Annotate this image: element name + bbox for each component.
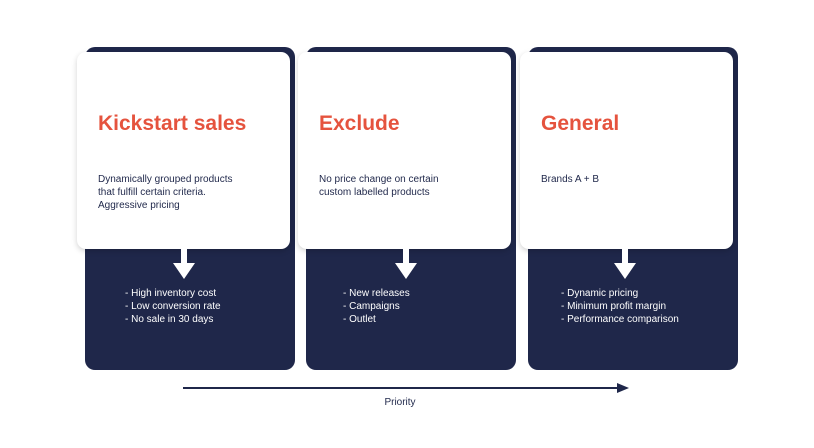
down-arrow-icon bbox=[614, 249, 636, 279]
down-arrow-icon bbox=[173, 249, 195, 279]
column-general: General Brands A + B - Dynamic pricing -… bbox=[520, 0, 742, 448]
card: General Brands A + B bbox=[520, 52, 733, 249]
card-description: No price change on certain custom labell… bbox=[319, 173, 499, 199]
criteria-list: - Dynamic pricing - Minimum profit margi… bbox=[561, 287, 679, 326]
column-kickstart-sales: Kickstart sales Dynamically grouped prod… bbox=[77, 0, 299, 448]
card-title: Kickstart sales bbox=[98, 112, 247, 135]
list-item: - Minimum profit margin bbox=[561, 301, 667, 312]
card-description-line: Aggressive pricing bbox=[98, 200, 180, 211]
card-description-line: No price change on certain bbox=[319, 174, 439, 185]
list-item: - New releases bbox=[343, 288, 410, 299]
card-description-line: Brands A + B bbox=[541, 174, 600, 185]
list-item: - Performance comparison bbox=[561, 314, 679, 325]
list-item: - No sale in 30 days bbox=[125, 314, 214, 325]
criteria-list: - High inventory cost - Low conversion r… bbox=[125, 287, 221, 326]
card-description-line: that fulfill certain criteria. bbox=[98, 187, 206, 198]
list-item: - Campaigns bbox=[343, 301, 400, 312]
down-arrow-icon bbox=[395, 249, 417, 279]
criteria-list: - New releases - Campaigns - Outlet bbox=[343, 287, 410, 326]
list-item: - Dynamic pricing bbox=[561, 288, 639, 299]
card-description-line: custom labelled products bbox=[319, 187, 430, 198]
column-exclude: Exclude No price change on certain custo… bbox=[298, 0, 520, 448]
list-item: - Low conversion rate bbox=[125, 301, 221, 312]
list-item: - High inventory cost bbox=[125, 288, 217, 299]
card-description: Dynamically grouped products that fulfil… bbox=[98, 173, 278, 212]
list-item: - Outlet bbox=[343, 314, 376, 325]
card-description-line: Dynamically grouped products bbox=[98, 174, 233, 185]
card-title: Exclude bbox=[319, 112, 400, 135]
card-title: General bbox=[541, 112, 620, 135]
priority-label: Priority bbox=[384, 397, 416, 408]
card: Kickstart sales Dynamically grouped prod… bbox=[77, 52, 290, 249]
priority-arrow-icon bbox=[183, 383, 629, 393]
card-description: Brands A + B bbox=[541, 173, 721, 186]
card: Exclude No price change on certain custo… bbox=[298, 52, 511, 249]
